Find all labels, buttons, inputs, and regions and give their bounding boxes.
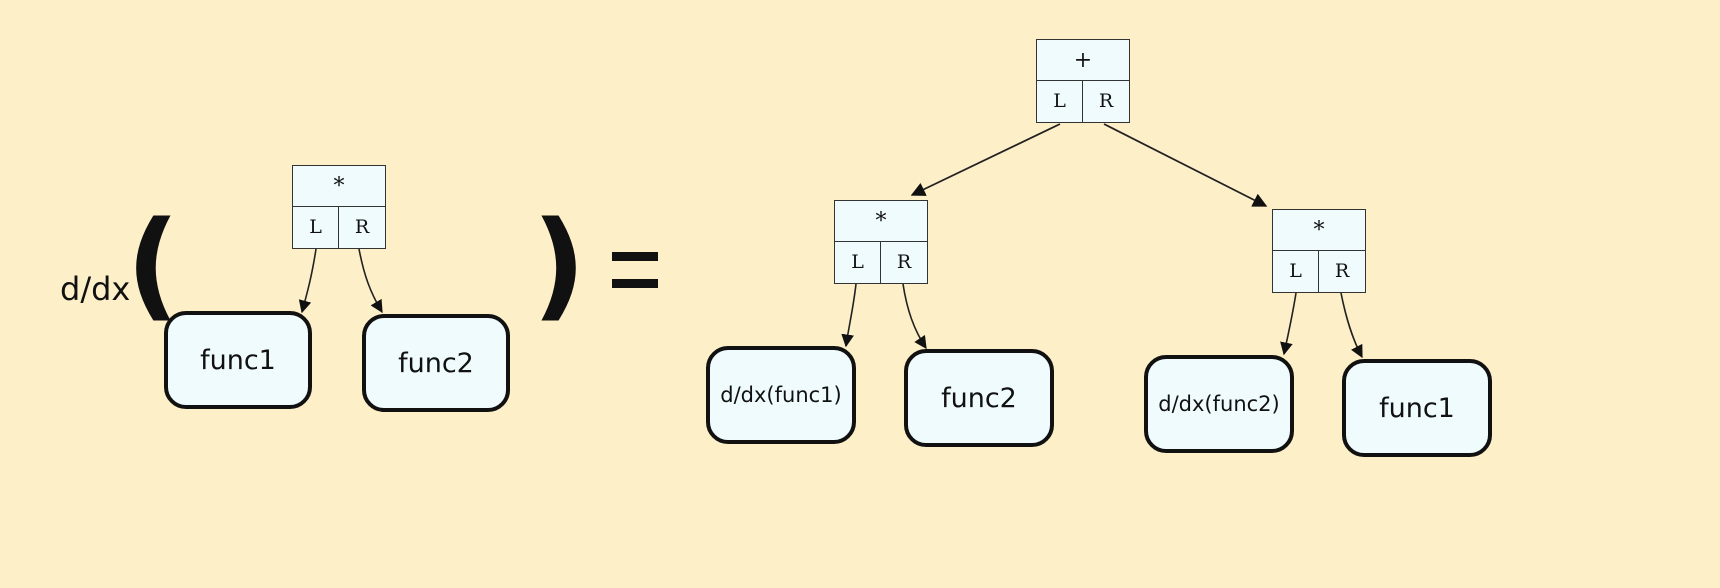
right-right-mult-node: * L R <box>1272 209 1366 293</box>
left-root-op: * <box>293 166 385 207</box>
right-left-mult-op: * <box>835 201 927 242</box>
derivative-prefix: d/dx <box>60 270 131 308</box>
left-root-r: R <box>354 216 370 238</box>
edge-root-left-mult <box>910 123 1061 196</box>
right-root-r: R <box>1098 90 1114 112</box>
right-left-mult-node: * L R <box>834 200 928 284</box>
right-root-node: + L R <box>1036 39 1130 123</box>
right-right-mult-op: * <box>1273 210 1365 251</box>
equals-bar-top <box>612 252 658 261</box>
leaf-func2: func2 <box>904 349 1054 447</box>
edge-left-mult-func2 <box>902 283 927 350</box>
equals-sign <box>612 252 658 290</box>
right-root-l: L <box>1037 80 1083 122</box>
leaf-dfunc1: d/dx(func1) <box>706 346 856 444</box>
edge-left-root-func1 <box>298 248 317 314</box>
right-right-mult-r: R <box>1334 260 1350 282</box>
left-root-node: * L R <box>292 165 386 249</box>
left-child-func1: func1 <box>164 311 312 409</box>
leaf-func1: func1 <box>1342 359 1492 457</box>
close-paren: ) <box>532 195 586 333</box>
right-root-op: + <box>1037 40 1129 81</box>
open-paren: ( <box>126 195 180 333</box>
right-left-mult-r: R <box>896 251 912 273</box>
right-right-mult-l: L <box>1273 250 1319 292</box>
edge-left-mult-dfunc1 <box>841 283 857 348</box>
edge-root-right-mult <box>1103 123 1268 207</box>
edge-left-root-func2 <box>358 248 383 314</box>
edge-right-mult-dfunc2 <box>1280 292 1297 356</box>
equals-bar-bottom <box>612 279 658 288</box>
left-child-func2: func2 <box>362 314 510 412</box>
edge-right-mult-func1 <box>1340 292 1363 359</box>
right-left-mult-l: L <box>835 241 881 283</box>
left-root-l: L <box>293 206 339 248</box>
leaf-dfunc2: d/dx(func2) <box>1144 355 1294 453</box>
